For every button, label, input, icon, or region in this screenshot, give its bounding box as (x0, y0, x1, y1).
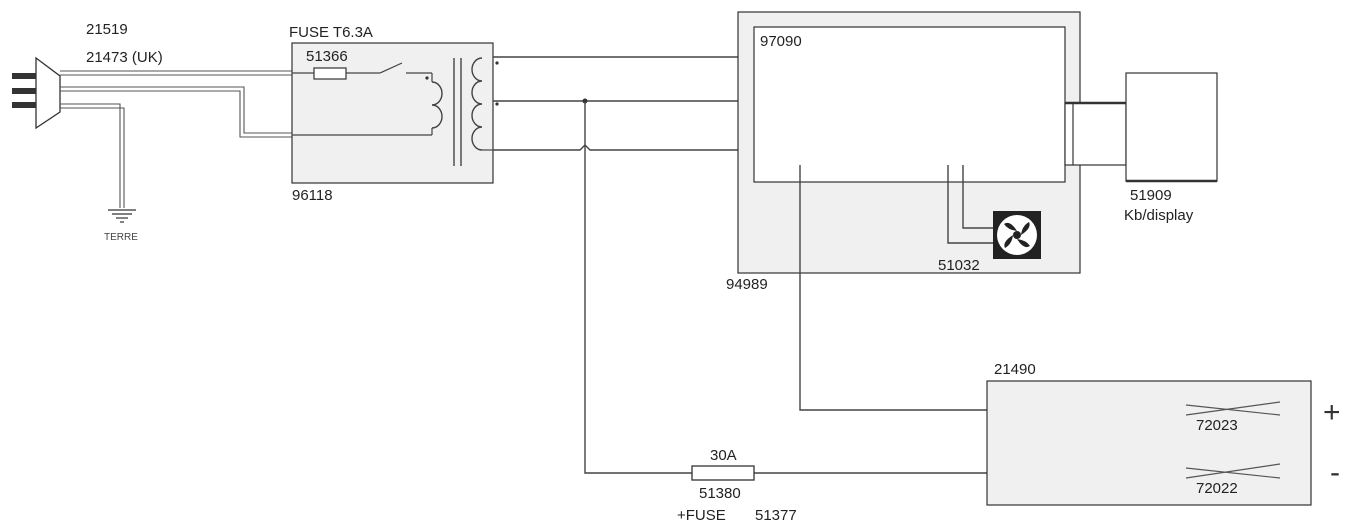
keyboard-display-label: Kb/display (1124, 207, 1194, 224)
plug-code: 21519 (86, 21, 128, 38)
fan-code: 51032 (938, 257, 980, 274)
transformer-box (291, 42, 494, 184)
main-fuse-code: 51380 (699, 485, 741, 502)
mains-plug (12, 56, 61, 130)
ribbon-cable (1064, 101, 1127, 166)
output-box-code: 21490 (994, 361, 1036, 378)
controller-inner-code: 97090 (760, 33, 802, 50)
positive-terminal (1185, 401, 1281, 416)
keyboard-display-code: 51909 (1130, 187, 1172, 204)
plug-code-uk: 21473 (UK) (86, 49, 163, 66)
main-fuse (691, 465, 755, 481)
secondary-wires (493, 56, 738, 151)
transformer-fuse-title: FUSE T6.3A (289, 24, 373, 41)
main-fuse-rating: 30A (710, 447, 737, 464)
main-fuse-label: +FUSE (677, 507, 726, 524)
transformer-fuse-code: 51366 (306, 48, 348, 65)
ground-label: TERRE (104, 232, 138, 243)
negative-terminal (1185, 463, 1281, 479)
fuse-holder-code: 51377 (755, 507, 797, 524)
ground-icon (108, 209, 136, 223)
controller-inner-box (753, 26, 1066, 183)
fan-icon (947, 165, 1041, 259)
transformer-internals (292, 57, 499, 166)
positive-terminal-code: 72023 (1196, 417, 1238, 434)
keyboard-display-box (1125, 72, 1218, 182)
output-box (986, 380, 1312, 506)
plus-sign: + (1323, 396, 1341, 429)
transformer-code: 96118 (292, 187, 333, 204)
controller-outer-code: 94989 (726, 276, 768, 293)
negative-terminal-code: 72022 (1196, 480, 1238, 497)
minus-sign: - (1330, 456, 1340, 489)
mains-cable (60, 70, 292, 208)
